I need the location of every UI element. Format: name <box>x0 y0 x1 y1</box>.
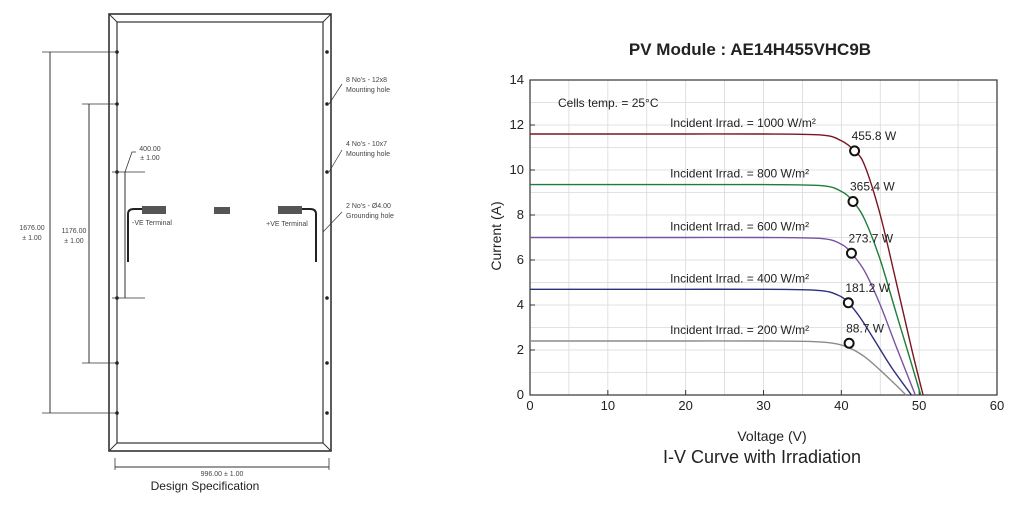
iv-curve-line <box>529 236 916 396</box>
mpp-marker <box>847 196 859 207</box>
mounting-hole <box>325 361 329 365</box>
module-outer-frame <box>108 13 332 452</box>
series-label: Incident Irrad. = 200 W/m² <box>670 323 809 337</box>
x-axis-label: Voltage (V) <box>737 428 806 444</box>
y-tick-label: 2 <box>517 342 524 357</box>
x-tick-label: 30 <box>756 398 770 413</box>
frame-corner <box>108 13 118 23</box>
dim-small-value: 400.00 <box>139 146 161 153</box>
x-tick-label: 50 <box>912 398 926 413</box>
mpp-label: 365.4 W <box>850 180 895 194</box>
mpp-label: 455.8 W <box>852 129 897 143</box>
drawing-caption: Design Specification <box>151 479 260 493</box>
x-tick-label: 60 <box>990 398 1004 413</box>
frame-corner <box>322 13 332 23</box>
mounting-hole <box>325 50 329 54</box>
module-drawing: 1676.00 ± 1.00 1176.00 ± 1.00 400.00 ± 1… <box>19 13 394 493</box>
x-tick-label: 40 <box>834 398 848 413</box>
y-tick-label: 0 <box>517 387 524 402</box>
pos-cable <box>302 208 317 262</box>
series-label: Incident Irrad. = 1000 W/m² <box>670 116 816 130</box>
note-ground-b: Grounding hole <box>346 213 394 220</box>
dimension-height: 1676.00 ± 1.00 <box>19 51 117 414</box>
dim-height-value: 1676.00 <box>19 225 44 232</box>
drawing-notes: 8 No's - 12x8 Mounting hole 4 No's - 10x… <box>322 77 394 233</box>
pos-terminal-label: +VE Terminal <box>266 221 308 228</box>
dimension-small: 400.00 ± 1.00 <box>112 146 161 299</box>
dim-inner-value: 1176.00 <box>62 228 87 235</box>
iv-curve-line <box>529 340 907 396</box>
x-tick-label: 0 <box>526 398 533 413</box>
note-mounting-1-b: Mounting hole <box>346 87 390 94</box>
neg-cable <box>127 208 142 262</box>
dim-width-value: 996.00 ± 1.00 <box>201 471 244 478</box>
chart-annotation: Cells temp. = 25°C <box>558 96 659 110</box>
x-axis-ticks: 0 10 20 30 40 50 60 <box>526 390 1004 413</box>
series-label: Incident Irrad. = 800 W/m² <box>670 167 809 181</box>
y-axis-ticks: 0 2 4 6 8 10 12 14 <box>510 72 535 402</box>
mpp-label: 273.7 W <box>848 231 893 245</box>
chart-title: PV Module : AE14H455VHC9B <box>629 40 871 59</box>
note-mounting-1-a: 8 No's - 12x8 <box>346 77 387 84</box>
neg-terminal-label: -VE Terminal <box>132 220 172 227</box>
series-label: Incident Irrad. = 600 W/m² <box>670 220 809 234</box>
y-tick-label: 12 <box>510 117 524 132</box>
mpp-marker <box>845 247 857 259</box>
iv-curve-line <box>530 288 912 396</box>
x-tick-label: 20 <box>678 398 692 413</box>
dim-small-tol: ± 1.00 <box>140 155 160 162</box>
mounting-hole <box>325 411 329 415</box>
dimension-inner: 1176.00 ± 1.00 <box>62 103 117 364</box>
mpp-marker <box>849 145 861 157</box>
chart-caption: I-V Curve with Irradiation <box>663 447 861 467</box>
frame-corner <box>108 442 118 452</box>
y-tick-label: 8 <box>517 207 524 222</box>
dimension-width: 996.00 ± 1.00 <box>114 458 330 478</box>
y-tick-label: 10 <box>510 162 524 177</box>
mounting-hole <box>325 296 329 300</box>
y-tick-label: 14 <box>510 72 524 87</box>
mounting-hole <box>325 102 329 106</box>
dim-inner-tol: ± 1.00 <box>64 238 84 245</box>
iv-curve-line <box>529 183 922 396</box>
y-tick-label: 4 <box>517 297 524 312</box>
mpp-label: 181.2 W <box>845 281 890 295</box>
note-mounting-2-a: 4 No's - 10x7 <box>346 141 387 148</box>
x-tick-label: 10 <box>601 398 615 413</box>
junction-boxes: -VE Terminal +VE Terminal <box>127 206 317 262</box>
mpp-label: 88.7 W <box>846 321 885 335</box>
mpp-marker <box>843 337 855 349</box>
y-tick-label: 6 <box>517 252 524 267</box>
note-ground-a: 2 No's - Ø4.00 <box>346 203 391 210</box>
mpp-marker <box>842 297 854 309</box>
frame-corner <box>322 442 332 452</box>
series-label: Incident Irrad. = 400 W/m² <box>670 271 809 285</box>
neg-junction-box <box>142 206 166 214</box>
center-junction-box <box>214 207 230 214</box>
iv-curve-line <box>530 133 924 396</box>
dim-height-tol: ± 1.00 <box>22 235 42 242</box>
note-mounting-2-b: Mounting hole <box>346 151 390 158</box>
mounting-holes-right <box>325 50 329 415</box>
chart-series: Incident Irrad. = 1000 W/m² 455.8 W Incide… <box>529 116 924 396</box>
pos-junction-box <box>278 206 302 214</box>
y-axis-label: Current (A) <box>488 201 504 270</box>
mounting-hole <box>325 170 329 174</box>
module-inner-frame <box>116 21 324 444</box>
